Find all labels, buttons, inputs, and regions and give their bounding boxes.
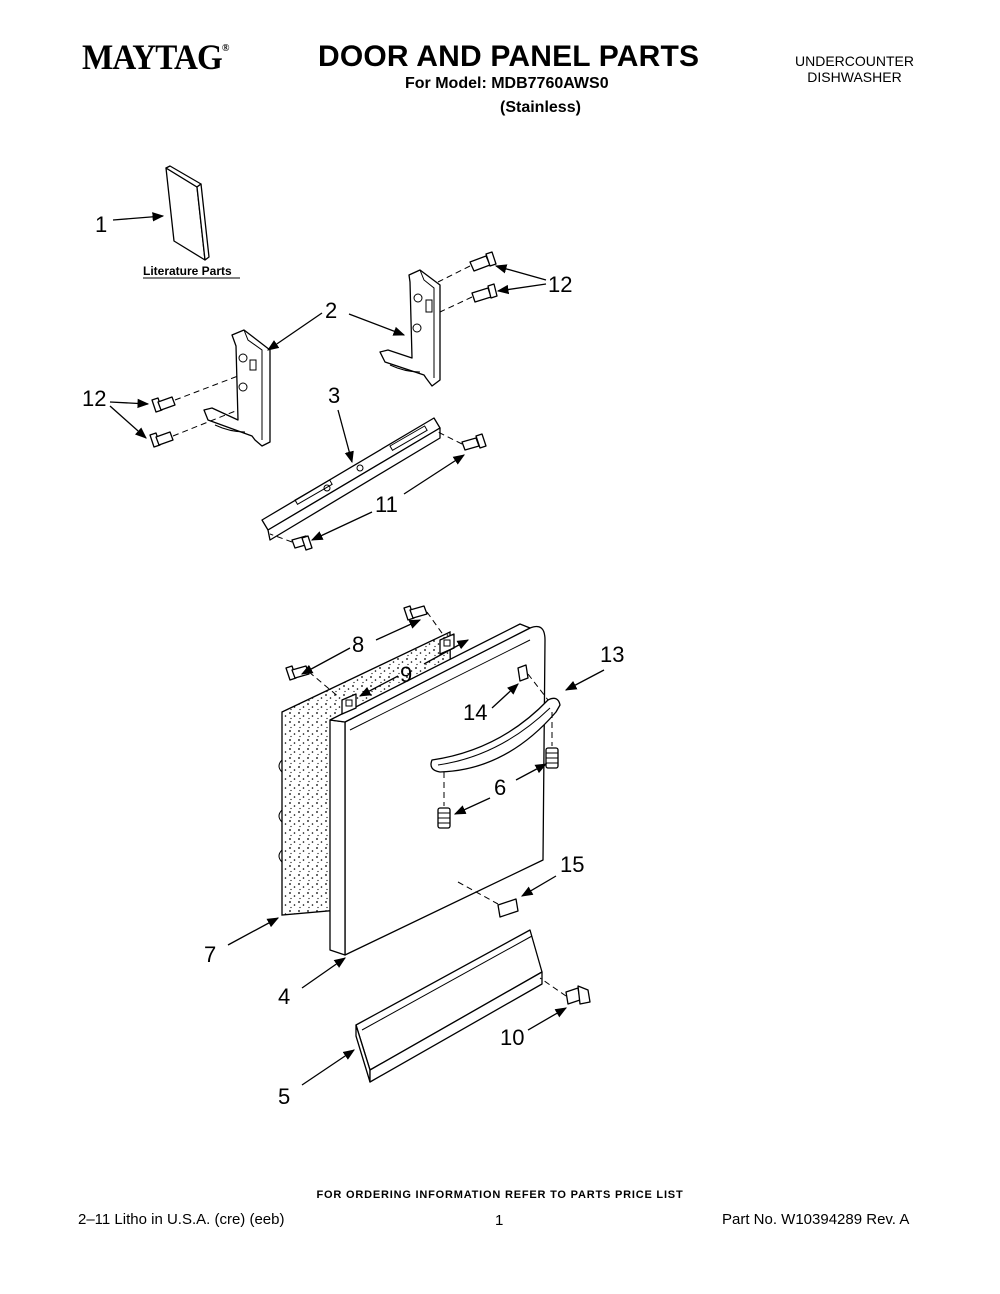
callout-2: 2 xyxy=(325,298,337,323)
screw-path-toe-panel xyxy=(539,977,567,997)
leader-12b xyxy=(496,283,547,295)
panel-mounting-bracket xyxy=(261,417,441,541)
leader-5 xyxy=(301,1049,355,1086)
door-handle xyxy=(430,697,561,773)
screw-path-upper-2 xyxy=(439,296,473,313)
brand-name: MAYTAG xyxy=(82,37,223,77)
appliance-line-1: UNDERCOUNTER xyxy=(795,53,914,69)
leader-9b xyxy=(423,639,470,665)
leader-3 xyxy=(337,409,354,464)
fastener-path xyxy=(527,673,549,701)
leader-8b xyxy=(300,647,351,675)
leader-2b xyxy=(348,313,406,336)
callout-9: 9 xyxy=(400,662,412,687)
screw-path-lower-2 xyxy=(172,409,239,437)
appliance-line-2: DISHWASHER xyxy=(807,69,902,85)
callout-12-upper: 12 xyxy=(548,272,572,297)
handle-spring-left xyxy=(437,807,451,829)
leader-9a xyxy=(358,675,399,697)
callout-15: 15 xyxy=(560,852,584,877)
handle-spring-right xyxy=(545,747,559,769)
callout-6: 6 xyxy=(494,775,506,800)
leader-14 xyxy=(491,683,519,709)
badge-path xyxy=(457,881,499,905)
leader-4 xyxy=(301,957,346,989)
ordering-note: FOR ORDERING INFORMATION REFER TO PARTS … xyxy=(316,1189,684,1201)
screw-path-bracket-left xyxy=(269,533,293,543)
door-spacer-left xyxy=(341,693,357,715)
callout-7: 7 xyxy=(204,942,216,967)
callout-5: 5 xyxy=(278,1084,290,1109)
callout-13: 13 xyxy=(600,642,624,667)
leader-12a xyxy=(494,264,547,281)
leader-12c xyxy=(109,398,150,409)
leader-11b xyxy=(310,511,373,541)
left-hinge-bracket xyxy=(203,329,271,447)
callout-1: 1 xyxy=(95,212,107,237)
leader-10 xyxy=(527,1007,568,1031)
callout-14: 14 xyxy=(463,700,487,725)
screw-path-bracket-right xyxy=(437,431,463,445)
leader-7 xyxy=(227,917,280,946)
appliance-type: UNDERCOUNTER DISHWASHER xyxy=(795,53,914,85)
leader-2a xyxy=(267,312,323,351)
leader-13 xyxy=(564,669,605,691)
callout-10: 10 xyxy=(500,1025,524,1050)
panel-screw-left xyxy=(285,665,310,681)
leader-8a xyxy=(375,619,422,641)
callout-12-lower: 12 xyxy=(82,386,106,411)
hinge-screw-upper-2 xyxy=(471,283,498,303)
callout-4: 4 xyxy=(278,984,290,1009)
leader-12d xyxy=(109,405,147,439)
toe-panel-screw xyxy=(565,985,591,1005)
model-line: For Model: MDB7760AWS0 xyxy=(405,75,609,92)
part-number: Part No. W10394289 Rev. A xyxy=(722,1211,910,1228)
leader-15 xyxy=(520,875,557,897)
leader-1 xyxy=(112,212,165,222)
page-title: DOOR AND PANEL PARTS xyxy=(318,40,700,73)
screw-path-upper-1 xyxy=(437,265,471,283)
bracket-screw-left xyxy=(291,535,313,551)
brand-logo: MAYTAG® xyxy=(82,36,230,78)
screw-path-lower-1 xyxy=(174,375,239,401)
outer-door-panel xyxy=(329,623,546,956)
bracket-screw-right xyxy=(461,433,487,451)
screw-path-panel-top xyxy=(426,611,445,637)
handle-fastener xyxy=(517,664,529,682)
right-hinge-bracket xyxy=(379,269,441,387)
literature-parts-label: Literature Parts xyxy=(143,264,232,278)
door-badge xyxy=(497,898,519,918)
hinge-screw-upper-1 xyxy=(469,251,497,272)
callout-8: 8 xyxy=(352,632,364,657)
callout-11: 11 xyxy=(375,492,398,517)
callout-3: 3 xyxy=(328,383,340,408)
panel-screw-top xyxy=(403,605,428,621)
leader-6a xyxy=(453,797,491,815)
hinge-screw-lower-2 xyxy=(149,431,174,448)
variant-label: (Stainless) xyxy=(500,99,581,116)
litho-info: 2–11 Litho in U.S.A. (cre) (eeb) xyxy=(78,1211,285,1228)
leader-11a xyxy=(403,454,465,495)
registered-mark: ® xyxy=(221,42,230,54)
literature-booklet xyxy=(165,165,210,261)
screw-path-panel-left xyxy=(308,671,341,699)
page-number: 1 xyxy=(495,1212,504,1229)
toe-panel xyxy=(355,929,543,1083)
leader-6b xyxy=(515,763,548,781)
hinge-screw-lower-1 xyxy=(151,396,176,413)
